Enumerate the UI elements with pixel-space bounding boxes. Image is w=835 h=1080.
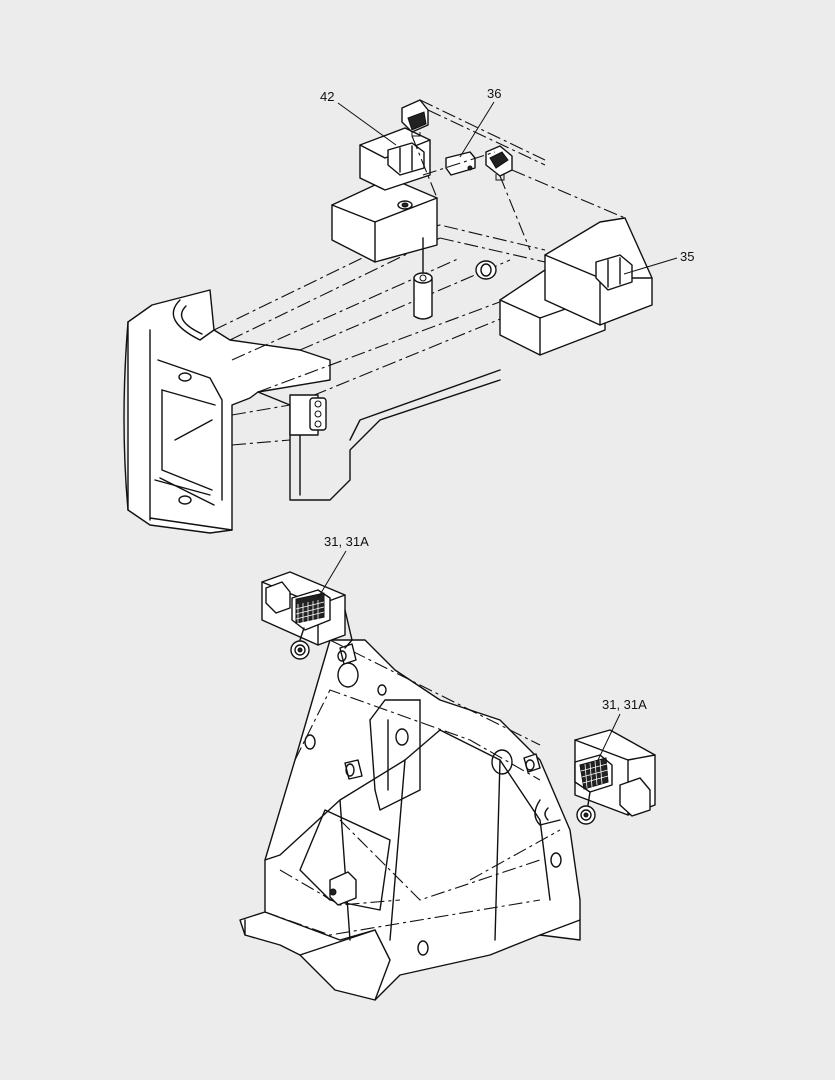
callout-31-left-label: 31, 31A (324, 534, 369, 549)
left-work-lamp-assembly (261, 571, 353, 660)
callout-42-label: 42 (320, 89, 334, 104)
callout-31-right: 31, 31A (597, 697, 647, 761)
callout-35: 35 (623, 249, 694, 275)
rear-work-lamp (485, 145, 513, 181)
reflector-strip (445, 151, 476, 176)
callout-42: 42 (320, 89, 397, 146)
beacon-mount (413, 237, 433, 320)
rear-frame (123, 224, 546, 534)
tail-lamp-right (595, 254, 633, 291)
tail-lamp-left (387, 142, 425, 176)
right-light-housing (499, 217, 653, 356)
right-work-lamp-assembly (574, 729, 656, 825)
callout-31-left: 31, 31A (317, 534, 369, 599)
front-frame (239, 639, 581, 1001)
left-light-housing (331, 127, 438, 263)
callout-36: 36 (459, 86, 501, 158)
rubber-grommet (475, 260, 497, 280)
callout-35-label: 35 (680, 249, 694, 264)
callout-31-right-label: 31, 31A (602, 697, 647, 712)
front-connectors (322, 643, 561, 906)
callout-36-label: 36 (487, 86, 501, 101)
